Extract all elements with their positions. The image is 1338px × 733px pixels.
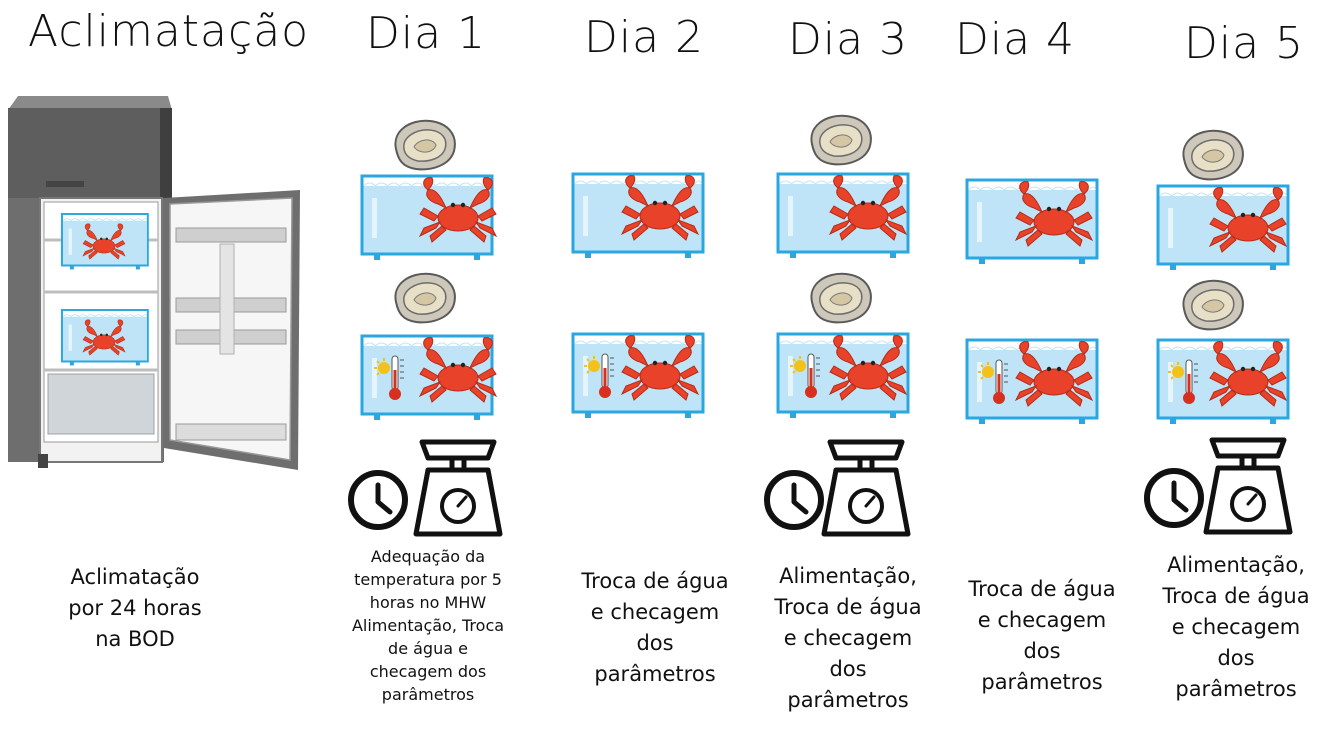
day2-scene [571,172,705,420]
oyster-icon [394,272,456,324]
oyster-icon [1182,129,1244,181]
oyster-icon [1182,279,1244,331]
heading-dia-1: Dia 1 [366,8,487,59]
clock-icon [767,473,821,527]
fridge-icon [8,96,300,470]
heading-dia-2: Dia 2 [584,12,705,63]
scale-icon [824,442,908,534]
description-dia-5: Alimentação, Troca de água e checagem do… [1162,553,1310,701]
day3-scene [767,114,908,534]
description-aclimatacao: Aclimatação por 24 horas na BOD [68,565,202,651]
clock-icon [351,473,405,527]
clock-icon [1147,471,1201,525]
day5-scene [1147,129,1290,532]
day4-scene [965,178,1099,426]
heading-aclimatacao: Aclimatação [28,6,310,57]
description-dia-1: Adequação da temperatura por 5 horas no … [351,547,505,704]
heading-dia-5: Dia 5 [1184,18,1305,69]
heading-dia-4: Dia 4 [955,14,1076,65]
scale-icon [416,442,500,534]
oyster-icon [394,119,456,171]
heading-dia-3: Dia 3 [788,14,909,65]
description-dia-2: Troca de água e checagem dos parâmetros [581,569,729,686]
day1-scene [351,119,500,534]
scale-icon [1206,440,1290,532]
oyster-icon [810,272,872,324]
description-dia-3: Alimentação, Troca de água e checagem do… [774,564,922,712]
description-dia-4: Troca de água e checagem dos parâmetros [968,577,1116,694]
oyster-icon [810,114,872,166]
